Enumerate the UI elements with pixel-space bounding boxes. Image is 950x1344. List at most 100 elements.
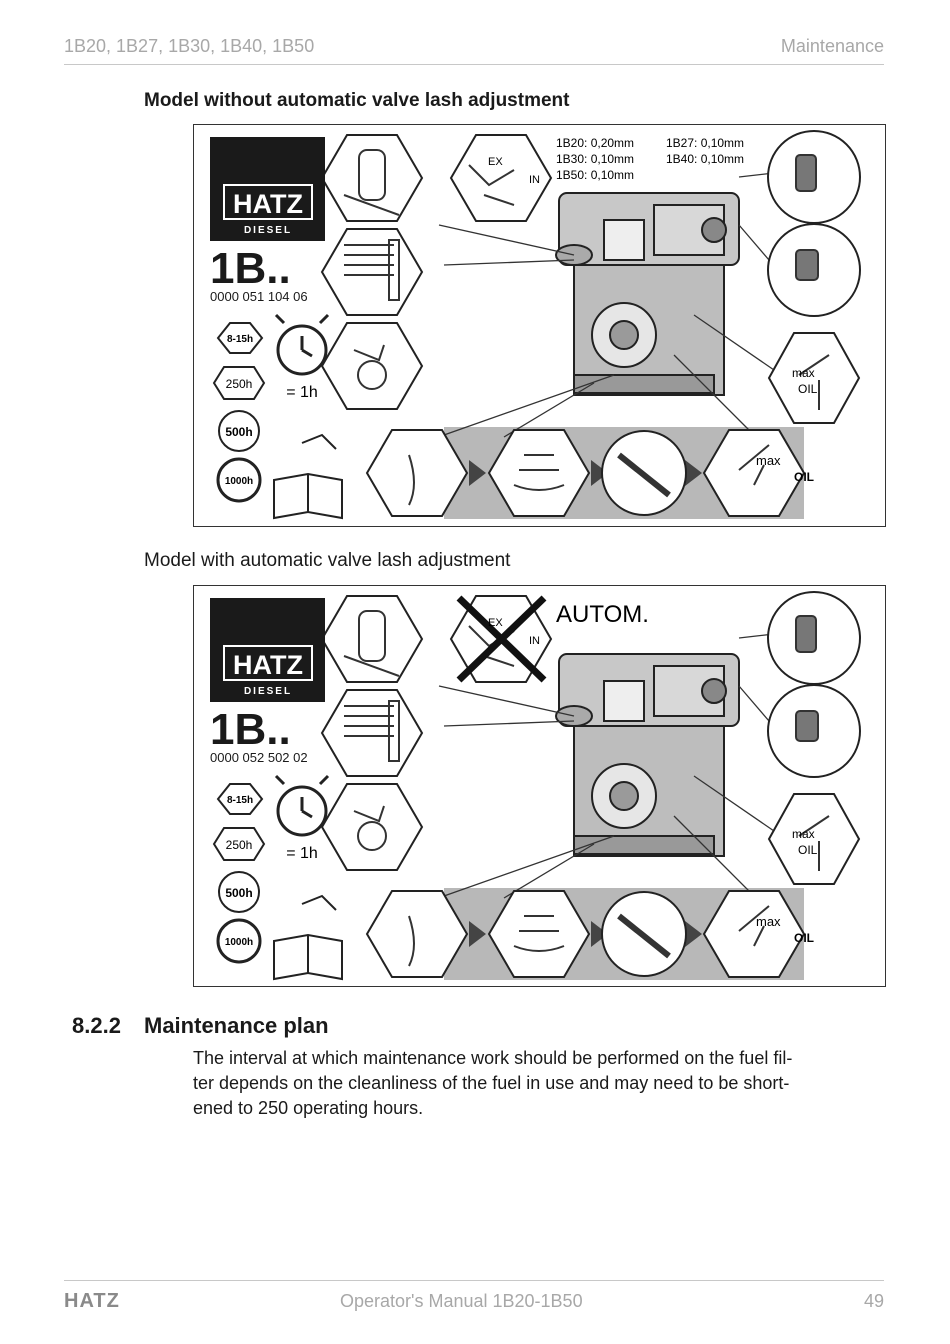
clearance-1b40: 1B40: 0,10mm [666, 152, 744, 166]
comb-icon [344, 244, 394, 276]
header-chapter: Maintenance [780, 36, 884, 56]
interval-8-15h-badge [216, 322, 264, 354]
header-models: 1B20, 1B27, 1B30, 1B40, 1B50 [64, 36, 315, 56]
element-icon [795, 615, 817, 653]
interval-500h-badge [218, 410, 260, 452]
interval-250h-label: 250h [226, 377, 253, 391]
oil-level-max-label: max [792, 827, 815, 841]
model-name: 1B.. [210, 244, 291, 293]
nut-icon [357, 360, 387, 390]
leader-lines [438, 172, 775, 438]
sump-icon [513, 454, 565, 491]
oil-fill-hex-icon [702, 429, 806, 517]
autom-label: AUTOM. [556, 601, 649, 628]
model-name: 1B.. [210, 705, 291, 754]
dipstick-icon [798, 354, 830, 410]
figure2-illustration: HATZ DIESEL 1B.. 0000 052 502 02 8-15h 2… [210, 591, 861, 981]
duration-label: = 1h [286, 845, 318, 862]
wrench-hex-icon [320, 783, 424, 871]
interval-badges: 8-15h 250h 500h 1000h [212, 322, 266, 503]
duration-label: = 1h [286, 384, 318, 401]
clearance-1b20: 1B20: 0,20mm [556, 136, 634, 150]
interval-8-15h-label: 8-15h [227, 334, 253, 345]
engine-illustration [555, 192, 740, 396]
fuel-filter-hex-icon [320, 595, 424, 683]
header-rule [64, 64, 884, 65]
oil-sump-hex-icon [487, 890, 591, 978]
figure2-caption: Model with automatic valve lash adjustme… [144, 550, 511, 571]
oil-fill-oil-label: OIL [794, 470, 814, 484]
interval-250h-label: 250h [226, 838, 253, 852]
oil-drain-hex-icon [365, 429, 469, 517]
air-filter-hex-icon [320, 689, 424, 777]
interval-500h-label: 500h [225, 425, 252, 439]
body-line: The interval at which maintenance work s… [193, 1048, 793, 1068]
valve-ex-label: EX [488, 617, 503, 629]
hatz-brand-sub: DIESEL [244, 686, 292, 697]
valve-in-label: IN [529, 635, 540, 647]
oil-level-hex-icon [767, 332, 861, 424]
hatz-logo-frame [223, 184, 313, 220]
drip-icon [408, 915, 415, 967]
manual-book-icon [273, 433, 343, 520]
interval-1000h-label: 1000h [225, 937, 253, 948]
section-number: 8.2.2 [72, 1013, 121, 1038]
oil-fill-max-label: max [756, 453, 781, 468]
oil-level-oil-label: OIL [798, 843, 818, 857]
footer-manual-title: Operator's Manual 1B20-1B50 [340, 1291, 583, 1311]
oil-level-oil-label: OIL [798, 382, 818, 396]
part-number: 0000 052 502 02 [210, 750, 308, 765]
part-number: 0000 051 104 06 [210, 289, 308, 304]
section-title: Maintenance plan [144, 1013, 329, 1038]
interval-500h-badge [218, 871, 260, 913]
hatz-brand: HATZ [233, 189, 303, 219]
leader-lines [438, 633, 775, 899]
fuel-filter-icon [358, 149, 386, 201]
hex-icons [320, 134, 861, 517]
valve-in-label: IN [529, 174, 540, 186]
valve-ex-label: EX [488, 156, 503, 168]
clearance-1b27: 1B27: 0,10mm [666, 136, 744, 150]
body-line: ened to 250 operating hours. [193, 1098, 424, 1118]
clearance-1b30: 1B30: 0,10mm [556, 152, 634, 166]
oil-fill-max-label: max [756, 914, 781, 929]
hatz-brand: HATZ [233, 650, 303, 680]
cross-out-icon [456, 595, 547, 683]
clearance-table: 1B20: 0,20mm 1B27: 0,10mm 1B30: 0,10mm 1… [556, 136, 744, 182]
interval-8-15h-badge [216, 783, 264, 815]
sump-icon [513, 915, 565, 952]
drip-icon [408, 454, 415, 506]
interval-1000h-label: 1000h [225, 476, 253, 487]
cartridge-icon [795, 249, 819, 281]
footer-rule [64, 1280, 884, 1281]
oil-fill-hex-icon [702, 890, 806, 978]
nut-icon [357, 821, 387, 851]
alarm-clock-icon [274, 313, 330, 376]
page-number: 49 [863, 1291, 884, 1311]
fuel-filter-icon [358, 610, 386, 662]
interval-500h-label: 500h [225, 886, 252, 900]
interval-1000h-badge [216, 918, 262, 964]
air-filter-hex-icon [320, 228, 424, 316]
element-icon [795, 154, 817, 192]
interval-1000h-badge [216, 457, 262, 503]
manual-book-icon [273, 894, 343, 981]
process-arrows [469, 460, 702, 486]
clearance-1b50: 1B50: 0,10mm [556, 168, 634, 182]
filler-icon [738, 444, 770, 486]
hatz-brand-sub: DIESEL [244, 225, 292, 236]
interval-250h-badge [212, 827, 266, 861]
wrench-hex-icon [320, 322, 424, 410]
alarm-clock-icon [274, 774, 330, 837]
figure2-panel: HATZ DIESEL 1B.. 0000 052 502 02 8-15h 2… [193, 585, 886, 987]
section-body: The interval at which maintenance work s… [193, 1046, 873, 1121]
oil-sump-hex-icon [487, 429, 591, 517]
filler-icon [738, 905, 770, 947]
process-arrows [469, 921, 702, 947]
hatz-logo-frame [223, 645, 313, 681]
rocker-icon [468, 164, 515, 206]
oil-fill-oil-label: OIL [794, 931, 814, 945]
fuel-filter-hex-icon [320, 134, 424, 222]
oil-drain-hex-icon [365, 890, 469, 978]
dipstick-icon [798, 815, 830, 871]
